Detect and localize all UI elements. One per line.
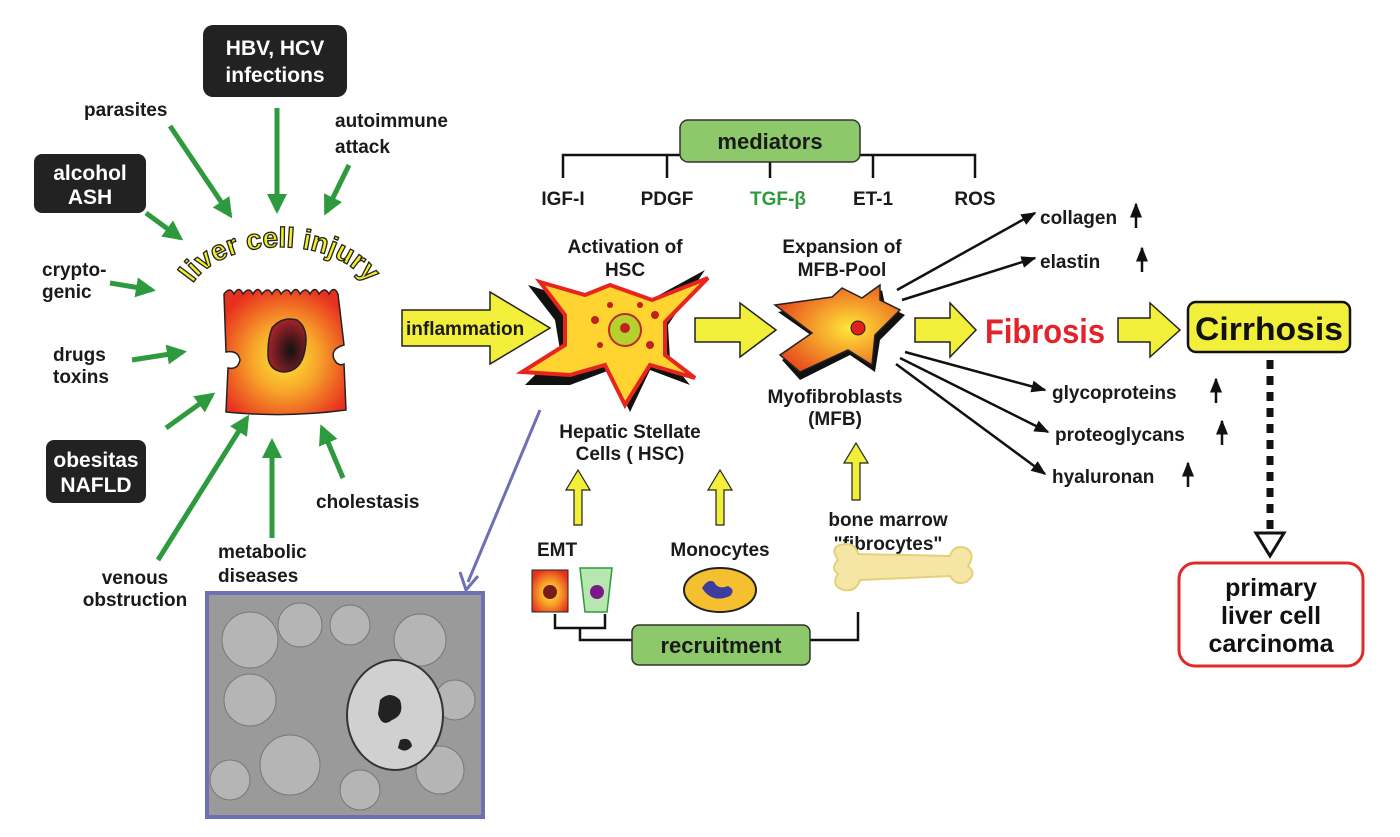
mfb-label-line2: (MFB) <box>808 409 862 430</box>
arrow-cryptogenic <box>109 277 156 298</box>
arrow-fibrosis-to-cirrhosis <box>1117 301 1182 359</box>
cause-venous-line1: venous <box>102 568 169 589</box>
hsc-cell-icon <box>515 270 710 412</box>
fibrosis-label: Fibrosis <box>985 313 1105 351</box>
carcinoma-box: primary liver cell carcinoma <box>1177 561 1365 668</box>
monocyte-icon <box>683 567 757 613</box>
arrow-hsc-to-mfb <box>694 301 778 359</box>
myofibroblast-icon <box>773 283 905 380</box>
cause-alcohol-line2: ASH <box>68 186 112 209</box>
carcinoma-line3: carcinoma <box>1208 630 1334 658</box>
product-proteoglycans: proteoglycans <box>1055 425 1185 446</box>
dashed-arrow-head <box>1253 531 1287 559</box>
mfb-expansion-line1: Expansion of <box>782 237 902 258</box>
mfb-expansion-line2: MFB-Pool <box>798 260 887 281</box>
cirrhosis-box: Cirrhosis <box>1186 300 1352 354</box>
cause-drugs-line1: drugs <box>53 345 106 366</box>
mediator-tgf-beta: TGF-β <box>750 189 806 210</box>
arrow-drugs <box>131 344 187 365</box>
mfb-label-line1: Myofibroblasts <box>767 387 902 408</box>
cause-metabolic-line2: diseases <box>218 566 298 587</box>
cause-venous-line2: obstruction <box>83 590 188 611</box>
arrow-autoimmune <box>323 163 352 216</box>
cause-autoimmune-line1: autoimmune <box>335 111 448 132</box>
cause-cryptogenic-line1: crypto- <box>42 260 106 281</box>
mediator-pdgf: PDGF <box>641 189 694 210</box>
ecm-products: collagen elastin glycoproteins proteogly… <box>895 202 1228 488</box>
liver-cell-icon <box>223 288 347 416</box>
emt-label: EMT <box>537 540 578 561</box>
mediator-ros: ROS <box>954 189 995 210</box>
cause-alcohol: alcohol ASH <box>34 154 146 213</box>
cause-arrows <box>109 108 352 562</box>
arrow-parasites <box>167 124 233 219</box>
mediators-group: mediators IGF-I PDGF TGF-β ET-1 ROS <box>541 119 996 210</box>
arrow-alcohol <box>144 210 184 241</box>
monocytes-label: Monocytes <box>670 540 769 561</box>
carcinoma-line1: primary <box>1225 574 1317 602</box>
recruitment-bracket <box>553 612 860 642</box>
hsc-activation-line1: Activation of <box>567 237 683 258</box>
cause-autoimmune-line2: attack <box>335 137 390 158</box>
product-collagen: collagen <box>1040 208 1117 229</box>
arrow-mfb-to-fibrosis <box>914 301 978 359</box>
mediators-box <box>679 119 861 163</box>
arrow-cholestasis <box>318 424 346 479</box>
cause-parasites: parasites <box>84 100 167 121</box>
cause-hbv-line2: infections <box>225 64 324 87</box>
source-arrows <box>564 441 870 526</box>
cause-hbv: HBV, HCV infections <box>203 25 347 97</box>
inflammation-arrow: inflammation <box>401 290 552 366</box>
cause-cholestasis: cholestasis <box>316 492 420 513</box>
bone-icon <box>833 542 974 592</box>
mediator-et1: ET-1 <box>853 189 894 210</box>
cause-cryptogenic-line2: genic <box>42 282 92 303</box>
electron-micrograph-image <box>205 591 485 819</box>
micrograph-pointer <box>466 409 542 583</box>
mediators-title: mediators <box>717 129 822 154</box>
product-hyaluronan: hyaluronan <box>1052 467 1154 488</box>
hsc-label-line1: Hepatic Stellate <box>559 422 701 443</box>
arrow-obesitas <box>164 392 216 431</box>
recruitment-label: recruitment <box>660 633 782 658</box>
cause-alcohol-line1: alcohol <box>53 162 127 185</box>
arrow-venous <box>155 414 250 562</box>
liver-cell-injury-label: liver cell injury <box>173 222 387 288</box>
product-glycoproteins: glycoproteins <box>1052 383 1177 404</box>
mediator-igf: IGF-I <box>541 189 584 210</box>
recruitment-box: recruitment <box>631 624 811 666</box>
cause-drugs-line2: toxins <box>53 367 109 388</box>
product-elastin: elastin <box>1040 252 1100 273</box>
cause-hbv-line1: HBV, HCV <box>226 37 324 60</box>
inflammation-label: inflammation <box>406 319 524 340</box>
cirrhosis-label: Cirrhosis <box>1195 311 1343 347</box>
emt-cells-icon <box>531 567 613 613</box>
bone-marrow-line2: "fibrocytes" <box>834 534 943 555</box>
cause-obesitas-line1: obesitas <box>53 449 138 472</box>
carcinoma-line2: liver cell <box>1221 602 1321 630</box>
bone-marrow-line1: bone marrow <box>828 510 948 531</box>
cause-metabolic-line1: metabolic <box>218 542 307 563</box>
cause-obesitas-line2: NAFLD <box>60 474 131 497</box>
hsc-label-line2: Cells ( HSC) <box>576 444 685 465</box>
hsc-activation-line2: HSC <box>605 260 645 281</box>
cause-obesitas: obesitas NAFLD <box>46 440 146 503</box>
